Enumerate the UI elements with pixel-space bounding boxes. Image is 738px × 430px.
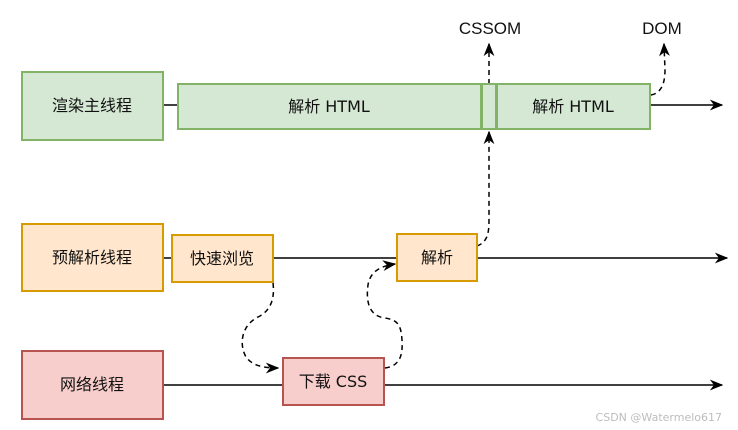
task-download-css-label: 下载 CSS	[299, 372, 368, 391]
task-parse-html-1-label: 解析 HTML	[288, 97, 370, 116]
dom-label: DOM	[642, 19, 682, 38]
task-parse-html-1: 解析 HTML	[177, 83, 482, 130]
preparse-thread-label-box: 预解析线程	[21, 223, 164, 292]
task-cssom-build	[481, 83, 497, 130]
main-thread-label-box: 渲染主线程	[21, 71, 164, 141]
main-thread-label: 渲染主线程	[52, 96, 132, 115]
network-thread-label-box: 网络线程	[21, 350, 164, 420]
network-thread-label: 网络线程	[60, 375, 124, 394]
task-parse-css-label: 解析	[421, 248, 453, 267]
flow-scan-to-download	[241, 282, 280, 374]
flow-main-to-dom	[650, 42, 670, 96]
flow-parse-to-main	[476, 130, 495, 247]
task-parse-css: 解析	[396, 233, 478, 282]
task-parse-html-2: 解析 HTML	[496, 83, 651, 130]
task-parse-html-2-label: 解析 HTML	[532, 97, 614, 116]
task-download-css: 下载 CSS	[282, 357, 385, 406]
preparse-thread-label: 预解析线程	[52, 248, 132, 267]
task-quick-scan: 快速浏览	[171, 234, 274, 283]
cssom-label: CSSOM	[459, 19, 521, 38]
task-quick-scan-label: 快速浏览	[190, 249, 254, 268]
flow-download-to-parse	[366, 260, 403, 369]
watermark: CSDN @Watermelo617	[596, 411, 722, 424]
